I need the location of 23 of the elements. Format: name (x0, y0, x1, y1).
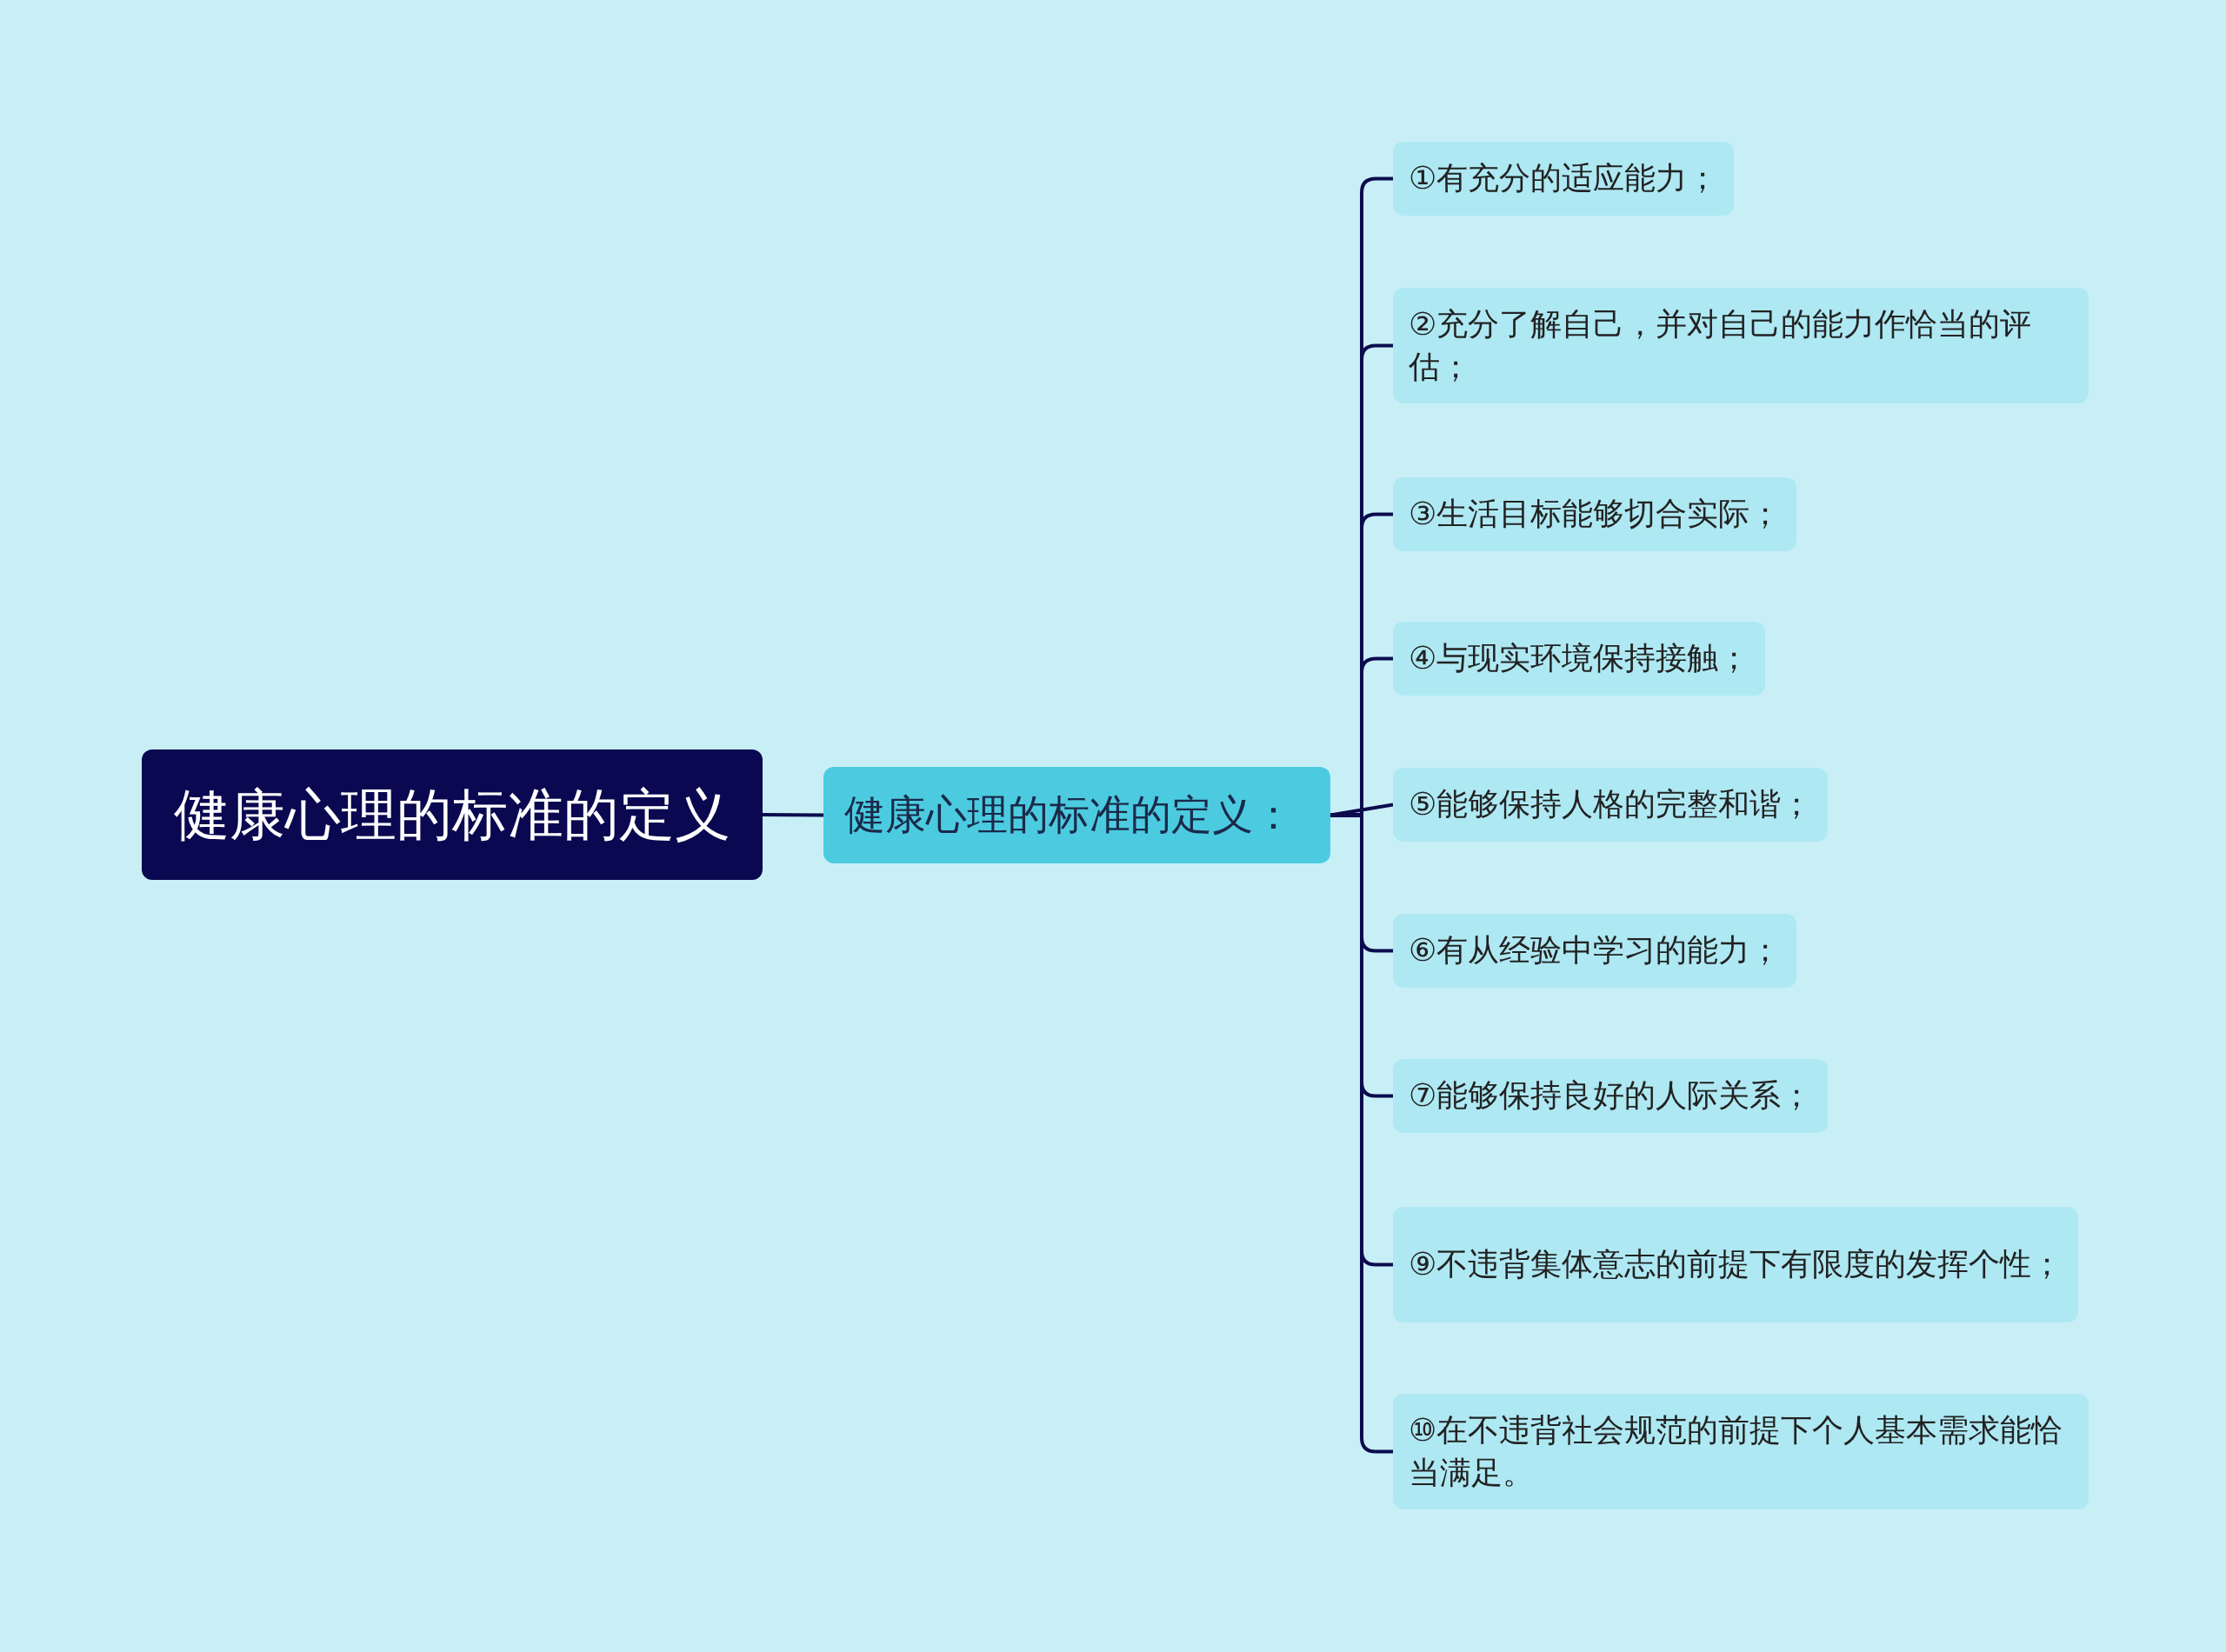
node-text: ⑩在不违背社会规范的前提下个人基本需求能恰当满足。 (1409, 1410, 2064, 1492)
item-box (1393, 1394, 2089, 1509)
connector-line (763, 813, 823, 817)
node-text: ③生活目标能够切合实际； (1409, 495, 1782, 534)
item-box (1393, 1059, 1829, 1133)
node-text: ②充分了解自己，并对自己的能力作恰当的评估； (1409, 304, 2033, 386)
node-text: 健康心理的标准的定义 (174, 781, 730, 849)
item-box (1393, 768, 1829, 842)
node-text: ④与现实环境保持接触； (1409, 639, 1750, 678)
item-box (1393, 622, 1766, 696)
node-text: ⑦能够保持良好的人际关系； (1409, 1076, 1813, 1116)
node-text: ⑨不违背集体意志的前提下有限度的发挥个性； (1409, 1245, 2063, 1284)
subtopic-box (823, 767, 1330, 863)
item-box (1393, 1207, 2079, 1322)
node-text: ⑥有从经验中学习的能力； (1409, 931, 1782, 970)
item-box (1393, 914, 1797, 988)
item-box (1393, 477, 1797, 551)
node-text: ⑤能够保持人格的完整和谐； (1409, 785, 1813, 824)
node-text: 健康心理的标准的定义： (844, 789, 1294, 840)
item-box (1393, 288, 2089, 403)
item-box (1393, 142, 1735, 216)
node-text: ①有充分的适应能力； (1409, 159, 1719, 198)
root-topic-box (142, 749, 763, 880)
